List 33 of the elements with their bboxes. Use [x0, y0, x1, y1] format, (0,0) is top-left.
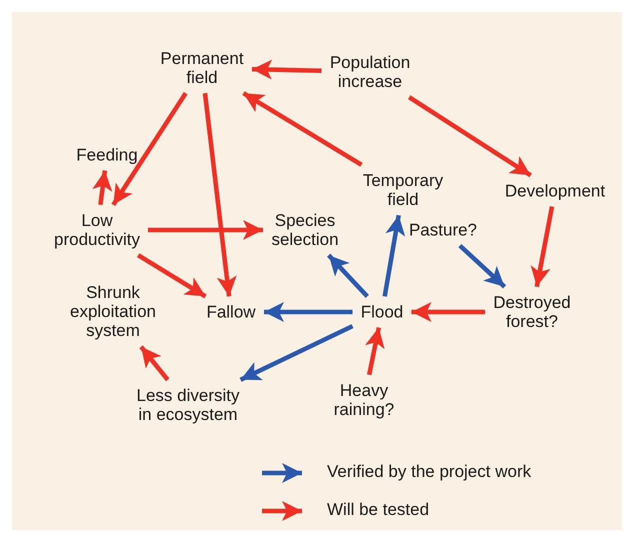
- arrow: [530, 206, 554, 288]
- node-label: Permanent field: [159, 48, 245, 88]
- node-label: Fallow: [205, 302, 257, 322]
- arrow: [408, 95, 532, 178]
- node-label: Heavy raining?: [332, 380, 396, 420]
- arrow: [139, 345, 170, 382]
- arrow: [458, 244, 506, 288]
- node-label: Less diversity in ecosystem: [136, 386, 240, 424]
- node-label: Low productivity: [53, 210, 141, 250]
- arrow: [240, 324, 354, 382]
- arrow: [92, 170, 112, 206]
- arrow: [264, 302, 352, 322]
- node-label: Destroyed forest?: [492, 292, 572, 332]
- legend-label: Will be tested: [327, 500, 430, 520]
- arrow: [148, 220, 263, 240]
- arrow: [252, 60, 322, 80]
- arrow: [111, 92, 188, 206]
- arrow: [242, 91, 363, 167]
- node-label: Temporary field: [362, 170, 444, 210]
- arrow: [327, 254, 369, 298]
- legend-label: Verified by the project work: [327, 462, 532, 482]
- arrow: [137, 253, 207, 298]
- arrow: [202, 92, 237, 297]
- node-label: Pasture?: [408, 220, 478, 240]
- node-label: Shrunk exploitation system: [68, 283, 158, 341]
- node-label: Species selection: [270, 210, 340, 250]
- node-label: Population increase: [328, 52, 412, 92]
- arrow: [365, 327, 385, 376]
- node-label: Flood: [360, 302, 404, 322]
- node-label: Development: [504, 181, 606, 201]
- arrow: [382, 214, 406, 297]
- node-label: Feeding: [75, 145, 139, 165]
- arrow: [412, 302, 485, 322]
